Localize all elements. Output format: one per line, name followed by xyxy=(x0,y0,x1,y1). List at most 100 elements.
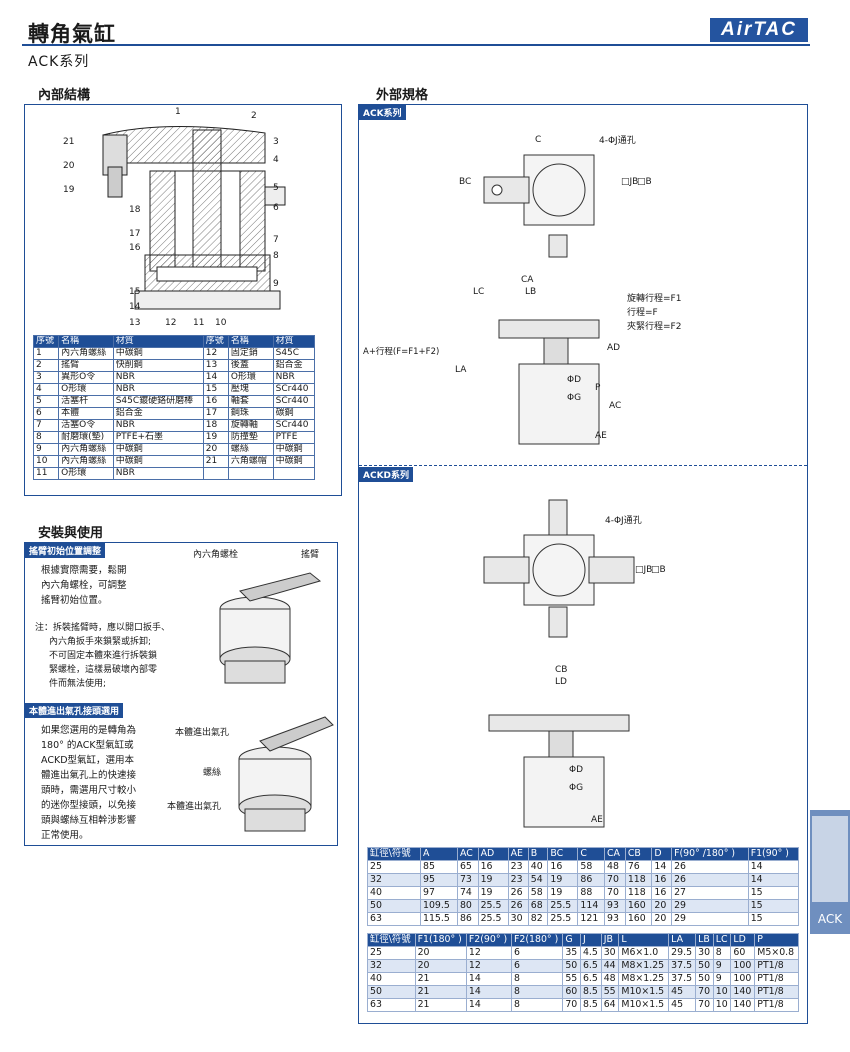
table-cell: 55 xyxy=(600,985,620,999)
ack-side-view xyxy=(498,319,600,445)
table-cell: 防撞墊 xyxy=(227,431,274,444)
table-cell: M8×1.25 xyxy=(618,959,670,973)
table-cell: 5 xyxy=(32,395,60,408)
table-cell: 160 xyxy=(624,899,653,913)
spec-column-header: F(90° /180° ) xyxy=(671,847,749,861)
table-cell: 16 xyxy=(202,395,229,408)
table-cell: 32 xyxy=(367,959,416,973)
table-cell: 45 xyxy=(668,985,697,999)
arm-label: 搖臂 xyxy=(301,550,320,560)
spec-column-header: AE xyxy=(507,847,529,861)
spec-column-header: D xyxy=(651,847,673,861)
table-cell: PT1/8 xyxy=(754,985,799,999)
spec-column-header: 缸徑\符號 xyxy=(367,847,421,861)
table-cell: S45C鍍硬鉻研磨棒 xyxy=(112,395,204,408)
table-cell: 活塞O令 xyxy=(58,419,114,432)
table-cell: 118 xyxy=(624,886,653,900)
table-cell: 74 xyxy=(456,886,479,900)
internal-structure-panel: 1 2 3 4 5 6 7 8 9 10 11 12 13 14 15 16 1… xyxy=(24,104,342,496)
table-cell: 70 xyxy=(695,998,714,1012)
table-cell: 10 xyxy=(712,985,732,999)
table-cell: 30 xyxy=(600,946,620,960)
dim-d: ΦD xyxy=(567,375,582,385)
arm-illustration xyxy=(219,572,322,684)
table-cell: 6.5 xyxy=(579,959,602,973)
table-cell: 50 xyxy=(562,959,581,973)
table-cell: 9 xyxy=(712,959,732,973)
table-cell: 73 xyxy=(456,873,479,887)
table-cell: 65 xyxy=(456,860,479,874)
callout-20: 20 xyxy=(63,161,75,171)
spec-column-header: G xyxy=(562,933,581,947)
table-cell: 中碳鋼 xyxy=(272,455,316,468)
table-cell: 26 xyxy=(671,860,749,874)
air-port-label-top: 本體進出氣孔 xyxy=(175,728,230,738)
table-cell: 4 xyxy=(32,383,60,396)
table-cell: 16 xyxy=(477,860,509,874)
header-divider xyxy=(22,44,810,46)
callout-6: 6 xyxy=(273,203,279,213)
ackd-dim-d: ΦD xyxy=(569,765,584,775)
table-cell: 中碳鋼 xyxy=(112,455,204,468)
table-cell: 中碳鋼 xyxy=(112,443,204,456)
spec-column-header: LB xyxy=(695,933,714,947)
table-cell: 60 xyxy=(562,985,581,999)
section-divider xyxy=(359,465,807,466)
callout-13: 13 xyxy=(129,318,141,328)
table-cell: 六角螺帽 xyxy=(227,455,274,468)
table-cell: 螺絲 xyxy=(227,443,274,456)
table-cell: 109.5 xyxy=(420,899,458,913)
dim-f2: 夾緊行程=F2 xyxy=(627,322,682,332)
ackd-top-view xyxy=(483,499,635,638)
screw-label: 螺絲 xyxy=(203,768,222,778)
table-cell: 16 xyxy=(651,873,673,887)
ackd-dim-ae: AE xyxy=(591,815,603,825)
table-cell: 19 xyxy=(477,886,509,900)
table-cell: M6×1.0 xyxy=(618,946,670,960)
table-cell: 21 xyxy=(414,972,467,986)
table-cell: NBR xyxy=(112,419,204,432)
table-cell: 後蓋 xyxy=(227,359,274,372)
table-cell: 19 xyxy=(547,886,579,900)
table-cell: 20 xyxy=(414,959,467,973)
external-spec-panel: ACK系列 C 4-ΦJ通孔 BC □JB □B CA LC LB LA ΦD … xyxy=(358,104,808,1024)
table-cell: 27 xyxy=(671,886,749,900)
air-port-label-bottom: 本體進出氣孔 xyxy=(167,802,222,812)
callout-18: 18 xyxy=(129,205,141,215)
table-cell: NBR xyxy=(112,371,204,384)
table-cell: NBR xyxy=(112,467,204,480)
table-cell: 25.5 xyxy=(547,912,579,926)
spec-column-header: F2(90° ) xyxy=(465,933,513,947)
table-cell: M10×1.5 xyxy=(618,985,670,999)
table-cell: 40 xyxy=(367,886,421,900)
callout-21: 21 xyxy=(63,137,75,147)
dim-bc: BC xyxy=(459,177,472,187)
table-cell: 85 xyxy=(420,860,458,874)
dim-ca: CA xyxy=(521,275,534,285)
table-cell: 58 xyxy=(577,860,605,874)
table-cell: 中碳鋼 xyxy=(112,347,204,360)
table-cell: 115.5 xyxy=(420,912,458,926)
spec-column-header: CA xyxy=(603,847,626,861)
external-spec-heading: 外部規格 xyxy=(376,88,429,103)
callout-11: 11 xyxy=(193,318,205,328)
table-cell: 29 xyxy=(671,899,749,913)
table-cell: 6.5 xyxy=(579,972,602,986)
table-cell: M8×1.25 xyxy=(618,972,670,986)
table-cell: 50 xyxy=(695,972,714,986)
spec-column-header: B xyxy=(527,847,549,861)
table-cell: SCr440 xyxy=(272,383,316,396)
table-cell: 68 xyxy=(527,899,549,913)
callout-7: 7 xyxy=(273,235,279,245)
table-cell: 25.5 xyxy=(477,912,509,926)
